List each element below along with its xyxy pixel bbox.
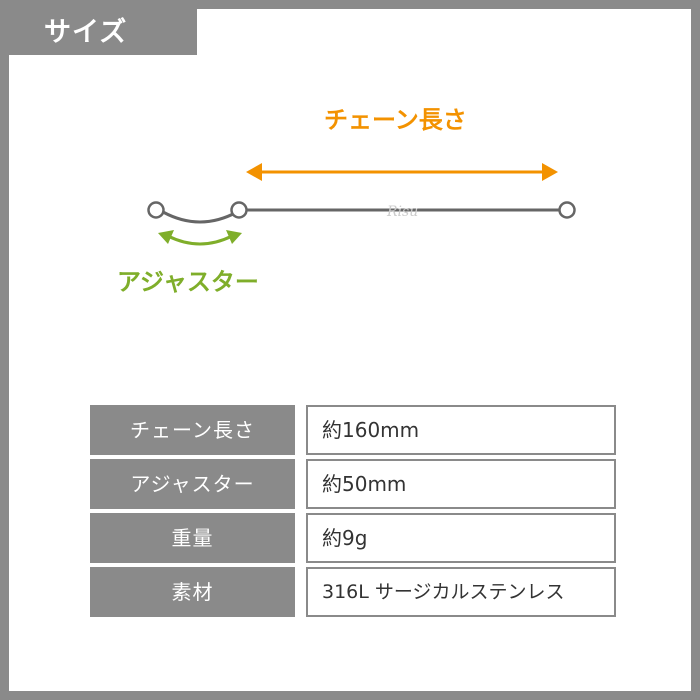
chain-length-arrow bbox=[246, 163, 558, 181]
adjuster-end-ring bbox=[147, 201, 165, 219]
chain-length-label: チェーン長さ bbox=[324, 106, 467, 134]
spec-label: 重量 bbox=[90, 513, 295, 563]
chain-end-ring bbox=[558, 201, 576, 219]
spec-label: チェーン長さ bbox=[90, 405, 295, 455]
spec-label: アジャスター bbox=[90, 459, 295, 509]
spec-value: 316L サージカルステンレス bbox=[306, 567, 616, 617]
adjuster-arrow bbox=[158, 230, 242, 246]
spec-value: 約9g bbox=[306, 513, 616, 563]
watermark: Risu bbox=[386, 204, 418, 220]
adjuster-chain bbox=[162, 210, 238, 224]
spec-value: 約160mm bbox=[306, 405, 616, 455]
spec-value: 約50mm bbox=[306, 459, 616, 509]
page-title: サイズ bbox=[44, 17, 128, 48]
clasp-ring bbox=[230, 201, 248, 219]
header-tab: サイズ bbox=[0, 0, 197, 55]
adjuster-label: アジャスター bbox=[117, 268, 259, 296]
spec-label: 素材 bbox=[90, 567, 295, 617]
